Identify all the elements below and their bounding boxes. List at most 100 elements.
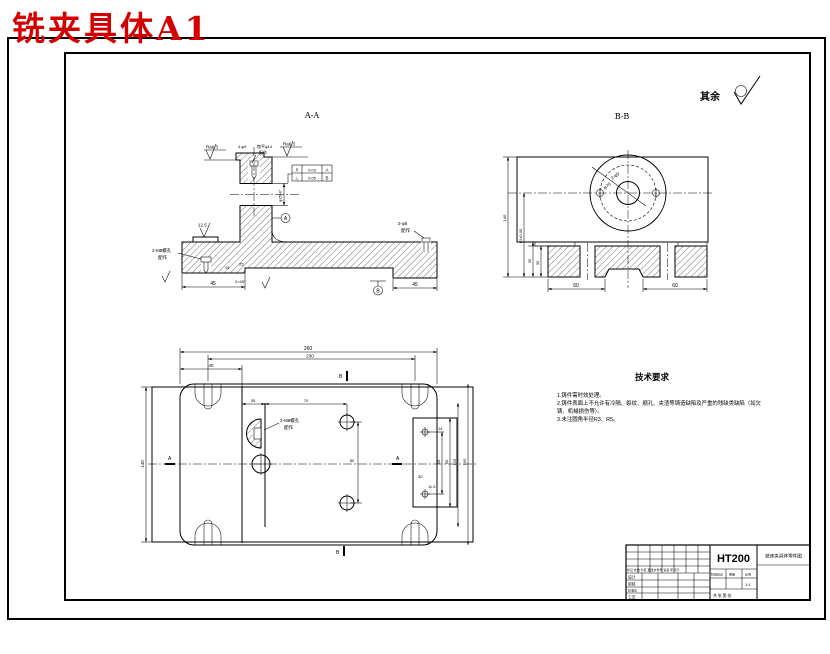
tech-line: 1.铸件需时效处理。 (557, 391, 605, 399)
callout-text: 配作 (259, 149, 267, 155)
aa-right-pin: 2-φ6 配作 (398, 221, 431, 252)
bb-left-dims: 140 62±0.05 35 30 (502, 156, 548, 278)
callout-text: 2-M8螺孔 (280, 417, 300, 424)
dim-text: 60 (573, 283, 579, 289)
dim-text: 62±0.05 (518, 228, 523, 243)
section-letter: A (396, 456, 400, 462)
tb-row-label: 设计 (628, 575, 636, 580)
tech-line: 2.铸件表面上不允许有冷隔、裂纹、缩孔、夹渣等铸造缺陷及严重的残缺类缺陷（如欠 (557, 399, 762, 407)
plan-outer (151, 386, 474, 543)
dim-text: φ25H7 (278, 189, 283, 202)
bb-bottom-dims: 60 60 (547, 279, 708, 292)
plan-right-dims: 60 90 125 160 14 11.5 30 (418, 384, 470, 545)
dim-text: 125 (452, 458, 457, 465)
callout-text: 2-M8螺孔 (152, 247, 172, 254)
aa-bore-dim: φ25H7 (272, 183, 288, 206)
callout-text: 配作 (158, 254, 167, 261)
section-letter: B (339, 374, 343, 380)
dim-text: 90 (444, 459, 449, 464)
aa-bottom-dims: 45 45 15 25 2×45° (181, 262, 438, 291)
gdt-datum: B (325, 176, 328, 181)
dim-text: 2×45° (235, 279, 246, 284)
roughness-check-icon (161, 270, 171, 283)
plan-middle-dims: 35 70 80 (242, 398, 362, 504)
plan-section-marks: A A B B (165, 371, 402, 556)
revision-grid (626, 545, 710, 600)
tb-stage-label: 阶段标记 (711, 572, 723, 577)
label-bb: B-B (615, 112, 630, 121)
dim-text: 40 (208, 363, 214, 368)
drawing-title: 铣夹具体A1 (12, 9, 211, 48)
tb-row-label: 审核 (628, 582, 636, 587)
gdt-value: 0.03 (308, 168, 317, 173)
tb-weight-label: 重量 (729, 572, 735, 577)
tech-title: 技术要求 (635, 372, 670, 382)
ra-value: Ra6.3 (206, 145, 219, 150)
callout-text: φ70 (602, 181, 612, 190)
dim-text: 140 (502, 214, 507, 221)
section-letter: B (336, 550, 340, 556)
dim-text: 25 (239, 262, 244, 267)
tech-requirements: 技术要求 1.铸件需时效处理。 2.铸件表面上不允许有冷隔、裂纹、缩孔、夹渣等铸… (557, 372, 762, 423)
dim-text: 230 (306, 354, 314, 359)
dim-text: 30 (535, 260, 540, 265)
dim-text: 60 (672, 283, 678, 289)
callout-text: 2-φ9 (610, 171, 621, 181)
bb-bolt-circle-callout: 2-φ9 φ70 (591, 166, 647, 207)
datum-letter: B (376, 289, 380, 295)
dim-text: 260 (304, 346, 313, 352)
gdt-value: 0.05 (308, 176, 317, 181)
aa-datum-a: A (272, 213, 291, 223)
tb-scale-label: 比例 (745, 572, 751, 577)
tb-sheet: 共 张 第 张 (713, 593, 732, 598)
bb-base-strip (534, 241, 708, 280)
aa-gdt-frame: // 0.03 A ⊥ 0.05 B (287, 164, 333, 183)
callout-text: 4-φ9 (238, 144, 247, 149)
callout-text: 配作 (401, 227, 410, 234)
gdt-symbol: ⊥ (295, 176, 299, 181)
callout-text: 配作 (284, 424, 293, 431)
dim-text: 30 (418, 474, 423, 479)
dim-text: 140 (140, 460, 145, 468)
plan-top-dims: 260 230 40 (179, 346, 438, 386)
aa-boss-pad (192, 236, 219, 242)
roughness-check-icon (733, 75, 761, 105)
material-value: HT200 (717, 553, 750, 565)
gdt-datum: A (325, 168, 328, 173)
callout-text: 锪平φ14 (257, 143, 273, 149)
dim-text: 80 (350, 458, 355, 463)
ra-value: 12.5 (198, 223, 207, 228)
roughness-check-icon (261, 276, 271, 289)
aa-roughness-marks: Ra6.3 Ra6.3 12.5 (161, 140, 302, 289)
stage-grid (710, 568, 757, 590)
section-view-aa: A-A R (152, 111, 438, 296)
tech-line: 铸、机械损伤等）。 (557, 407, 603, 415)
section-letter: A (168, 456, 172, 462)
tb-row-label: 标准化 (628, 588, 637, 593)
dim-text: 14 (438, 426, 443, 431)
dim-text: 11.5 (428, 484, 436, 489)
tb-row-label: 工艺 (628, 595, 636, 600)
dim-text: 160 (462, 458, 467, 465)
revision-header: 标记 处数 分区 更改文件号 签名 年月日 (627, 567, 679, 572)
roughness-circle-icon (735, 85, 747, 97)
plan-holes (250, 413, 430, 512)
bb-body (516, 156, 709, 243)
tb-scale-value: 1:1 (745, 582, 751, 587)
surplus-label: 其余 (700, 90, 721, 103)
ra-value: Ra6.3 (283, 142, 296, 147)
part-name: 铣床夹具体零件图 (765, 553, 802, 560)
section-view-bb: B-B (502, 112, 714, 292)
plan-plate (179, 383, 438, 546)
label-aa: A-A (304, 111, 319, 120)
dim-text: 60 (436, 459, 441, 464)
dim-text: 15 (225, 265, 230, 270)
surplus-roughness-mark: 其余 (700, 75, 761, 105)
datum-letter: A (284, 216, 288, 222)
plan-local-section: 2-M8螺孔 配作 (246, 417, 300, 449)
dim-text: 70 (304, 398, 309, 403)
aa-datum-b: B (370, 280, 386, 296)
sheet-frame (7, 37, 826, 620)
